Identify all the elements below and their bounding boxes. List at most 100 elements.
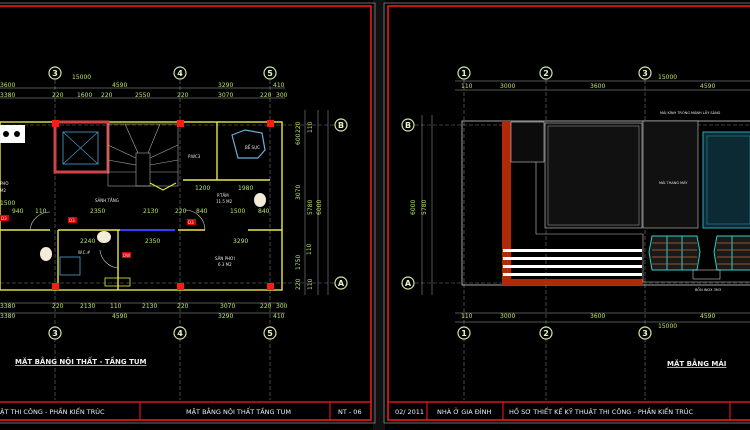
dimension-label: 5780 [421, 200, 428, 215]
dimension-label: 4590 [700, 313, 715, 320]
grid-axis-label: 2 [543, 69, 549, 78]
dimension-label: 220 [52, 92, 64, 99]
grid-axis-label: 3 [642, 329, 648, 338]
roof-parapet-strip [502, 121, 511, 280]
dimension-label: 110 [110, 303, 122, 310]
room-area-drying-yard: 6.3 M2 [218, 262, 232, 267]
grid-axis-label: 1 [461, 329, 467, 338]
dimension-label: 3290 [218, 82, 233, 89]
room-label-lobby: SẢNH TẦNG [95, 198, 119, 203]
title-block-description: HỒ SƠ THIẾT KẾ KỸ THUẬT THI CÔNG - PHẦN … [509, 406, 693, 416]
roof-slab-hatched [544, 122, 643, 229]
dimension-label: 110 [307, 278, 314, 290]
dimension-label: 3070 [218, 92, 233, 99]
dimension-label: 4590 [700, 83, 715, 90]
sheet-gap [373, 0, 385, 430]
dimension-label: 110 [461, 313, 473, 320]
water-tank [648, 235, 750, 271]
right-grid-lines [415, 80, 750, 400]
grid-axis-label: B [405, 121, 411, 130]
dimension-label: 3290 [233, 238, 248, 245]
dimension-label: 6000 [316, 200, 323, 215]
dimension-label: 1500 [0, 200, 15, 207]
grid-axis-bubble: 3 [48, 66, 62, 80]
dimension-label: 1750 [295, 255, 302, 270]
dimension-label: 2130 [80, 303, 95, 310]
room-label-wc3: P.WC3 [188, 154, 201, 159]
dimension-label: 1600 [77, 92, 92, 99]
bath-tub [231, 129, 266, 159]
grid-axis-label: 3 [642, 69, 648, 78]
dimension-label: 1200 [195, 185, 210, 192]
dimension-label: 3380 [0, 313, 15, 320]
dimension-label: 3070 [295, 185, 302, 200]
dimension-total: 15000 [658, 74, 677, 81]
skylight [702, 131, 750, 229]
title-block-sheet-name: MẶT BẰNG NỘI THẤT TẦNG TUM [186, 406, 291, 416]
grid-axis-bubble: 5 [263, 326, 277, 340]
dimension-label: 3600 [590, 313, 605, 320]
left-grid-lines [0, 80, 335, 400]
grid-axis-bubble: 1 [457, 326, 471, 340]
grid-axis-bubble: 1 [457, 66, 471, 80]
grid-axis-label: 3 [52, 329, 58, 338]
grid-axis-bubble: B [401, 118, 415, 132]
grid-axis-label: 1 [461, 69, 467, 78]
dimension-label: 2350 [145, 238, 160, 245]
dimension-label: 6000 [410, 200, 417, 215]
grid-axis-bubble: 5 [263, 66, 277, 80]
grid-axis-bubble: A [401, 276, 415, 290]
dimension-total: 15000 [72, 74, 91, 81]
right-sheet-frame [387, 5, 750, 421]
title-block-project: NHÀ Ở GIA ĐÌNH [437, 406, 492, 416]
grid-axis-bubble: 2 [539, 326, 553, 340]
room-area-left: M2 [0, 188, 6, 193]
dimension-label: 2240 [80, 238, 95, 245]
room-label-wc: W.C.# [78, 250, 91, 255]
dimension-label: 300 [276, 303, 288, 310]
dimension-label: 220 [260, 303, 272, 310]
dimension-label: 220 [175, 208, 187, 215]
staircase [107, 123, 179, 187]
grid-axis-label: B [338, 121, 344, 130]
dimension-label: 3600 [0, 82, 15, 89]
dimension-label: 3600 [590, 83, 605, 90]
grid-axis-bubble: A [334, 276, 348, 290]
elevator-roof [642, 120, 699, 229]
grid-axis-label: 3 [52, 69, 58, 78]
dimension-label: 2550 [135, 92, 150, 99]
dimension-label: 110 [35, 208, 47, 215]
room-label-drying-yard: SÂN PHƠI [215, 256, 235, 261]
door-tag: D3 [1, 216, 7, 221]
grid-axis-label: 5 [267, 329, 273, 338]
grid-axis-bubble: 2 [539, 66, 553, 80]
room-label-bath-tub: BỂ SỤC [245, 145, 260, 150]
dimension-label: 110 [461, 83, 473, 90]
dimension-label: 600 [295, 133, 302, 145]
dimension-label: 410 [273, 313, 285, 320]
grid-axis-bubble: 3 [638, 66, 652, 80]
door-tag: D3 [69, 218, 75, 223]
grid-axis-bubble: B [334, 118, 348, 132]
title-block-project-desc: ẬT THI CÔNG - PHẦN KIẾN TRÚC [0, 406, 105, 416]
dimension-label: 940 [12, 208, 24, 215]
grid-axis-label: 4 [177, 69, 183, 78]
roof-stripes [503, 249, 642, 276]
room-label-left: PHÒ [0, 181, 9, 186]
title-block-date: 02/ 2011 [395, 408, 424, 416]
grid-axis-bubble: 4 [173, 66, 187, 80]
dimension-total: 15000 [658, 323, 677, 330]
dimension-label: 1980 [238, 185, 253, 192]
dimension-label: 110 [307, 121, 314, 133]
title-block-sheet-no: NT - 06 [338, 408, 362, 416]
dimension-label: 840 [258, 208, 270, 215]
right-drawing-title: MẶT BẰNG MÁI [667, 358, 726, 368]
grid-axis-bubble: 4 [173, 326, 187, 340]
dimension-label: 220 [177, 92, 189, 99]
dimension-label: 410 [273, 82, 285, 89]
roof-plan [461, 120, 750, 286]
door-tag: D3 [188, 220, 194, 225]
left-drawing-title: MẶT BẰNG NỘI THẤT - TẦNG TUM [15, 356, 147, 366]
dimension-label: 220 [177, 303, 189, 310]
